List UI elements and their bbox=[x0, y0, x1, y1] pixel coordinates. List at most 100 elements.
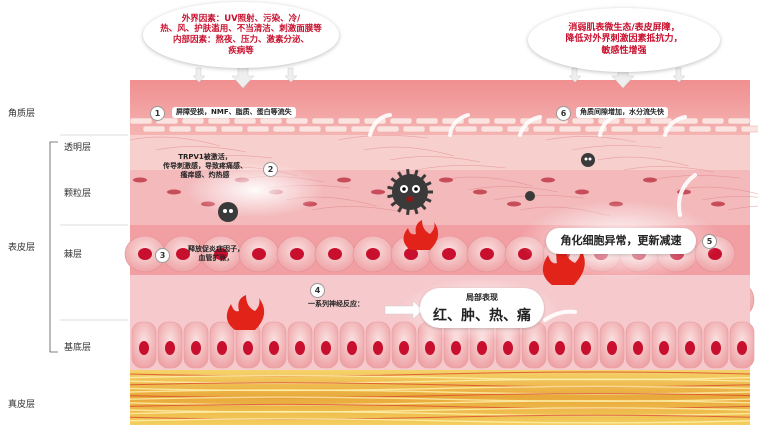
corneum-brick bbox=[415, 117, 439, 125]
corneum-brick bbox=[532, 125, 556, 133]
label-epidermis: 表皮层 bbox=[8, 243, 36, 253]
microbe-spike bbox=[406, 168, 410, 177]
basal-cells bbox=[131, 321, 755, 369]
step-1-number: 1 bbox=[150, 106, 165, 121]
corneum-brick bbox=[480, 125, 504, 133]
cell-nucleus bbox=[176, 248, 190, 260]
cell-nucleus bbox=[138, 248, 152, 260]
corneum-brick bbox=[337, 117, 361, 125]
granule-nucleus bbox=[133, 177, 147, 183]
corneum-brick bbox=[623, 117, 647, 125]
granule-nucleus bbox=[575, 189, 589, 195]
cell-nucleus bbox=[252, 248, 266, 260]
factors-line-2: 热、风、护肤滥用、不当清洁、刺激面膜等 bbox=[160, 24, 322, 35]
granular-fiber bbox=[363, 146, 455, 157]
cell-nucleus bbox=[581, 341, 591, 355]
cell-nucleus bbox=[711, 341, 721, 355]
corneum-brick-row bbox=[129, 117, 758, 133]
epidermis-bracket bbox=[49, 141, 58, 353]
barrier-line-3: 敏感性增强 bbox=[601, 45, 647, 56]
microbe-spike bbox=[387, 185, 395, 191]
microbe-spike bbox=[413, 206, 419, 215]
glow-left bbox=[185, 162, 325, 218]
cell-nucleus bbox=[328, 248, 342, 260]
microbe-left bbox=[218, 202, 238, 222]
microbe-large bbox=[387, 168, 433, 216]
corneum-brick bbox=[142, 125, 166, 133]
step-2-line-2: 传导刺激感，导致疼痛感、 bbox=[163, 161, 247, 170]
granular-fiber bbox=[493, 195, 585, 201]
corneum-brick bbox=[233, 117, 257, 125]
step-3-line-1: 释放促炎症因子， bbox=[188, 245, 244, 253]
corneum-brick bbox=[610, 125, 634, 133]
cell-nucleus bbox=[347, 341, 357, 355]
granule-nucleus bbox=[337, 177, 351, 183]
cell-nucleus bbox=[404, 248, 418, 260]
corneum-brick bbox=[194, 125, 218, 133]
corneum-brick bbox=[168, 125, 192, 133]
label-stratum-spinosum: 棘层 bbox=[64, 250, 83, 260]
granule-nucleus bbox=[711, 201, 725, 207]
cell-nucleus bbox=[555, 341, 565, 355]
corneum-brick bbox=[207, 117, 231, 125]
step-4-number: 4 bbox=[310, 283, 325, 298]
granular-fiber bbox=[155, 146, 247, 153]
granular-fiber bbox=[415, 165, 507, 171]
cell-nucleus bbox=[659, 341, 669, 355]
barrier-line-1: 消弱肌表微生态/表皮屏障， bbox=[568, 23, 680, 34]
microbe-spike bbox=[406, 207, 410, 216]
corneum-brick bbox=[636, 125, 660, 133]
granular-fiber bbox=[545, 136, 637, 143]
corneum-brick bbox=[493, 117, 517, 125]
step-6-text: 角质间隙增加，水分流失快 bbox=[576, 107, 668, 118]
step-2-line-3: 瘙痒感、灼热感 bbox=[180, 170, 230, 179]
step4-arrow bbox=[384, 300, 424, 320]
corneum-brick bbox=[454, 125, 478, 133]
corneum-brick bbox=[129, 117, 153, 125]
cell-nucleus bbox=[214, 248, 228, 260]
granular-fiber bbox=[337, 135, 429, 141]
corneum-brick bbox=[298, 125, 322, 133]
microbe-spike bbox=[424, 197, 432, 203]
granule-nucleus bbox=[371, 189, 385, 195]
granular-fiber bbox=[389, 156, 481, 163]
cell-nucleus bbox=[269, 341, 279, 355]
corneum-brick bbox=[246, 125, 270, 133]
corneum-brick bbox=[714, 125, 738, 133]
local-symptoms-bubble: 局部表现 红、肿、热、痛 bbox=[420, 288, 544, 328]
label-stratum-basale: 基底层 bbox=[64, 343, 92, 353]
granular-fiber bbox=[467, 186, 559, 193]
label-stratum-lucidum: 透明层 bbox=[64, 143, 92, 153]
corneum-brick bbox=[740, 125, 758, 133]
granule-nucleus bbox=[541, 177, 555, 183]
step-3-number: 3 bbox=[155, 248, 170, 263]
cell-nucleus bbox=[477, 341, 487, 355]
factors-line-1: 外界因素：UV照射、污染、冷/ bbox=[181, 13, 301, 24]
cell-nucleus bbox=[442, 248, 456, 260]
granular-fiber bbox=[129, 136, 221, 147]
corneum-brick bbox=[389, 117, 413, 125]
cell-nucleus bbox=[295, 341, 305, 355]
step-5-number: 5 bbox=[702, 234, 717, 249]
microbe-spike bbox=[419, 173, 427, 182]
corneum-brick bbox=[558, 125, 582, 133]
dermis-fibers bbox=[129, 371, 751, 424]
cell-nucleus bbox=[685, 341, 695, 355]
step-2-text: TRPV1被激活， 传导刺激感，导致疼痛感、 瘙痒感、灼热感 bbox=[150, 153, 260, 179]
factors-line-4: 疾病等 bbox=[228, 45, 254, 56]
inflammation-flames bbox=[226, 220, 585, 330]
corneum-brick bbox=[688, 125, 712, 133]
corneum-brick bbox=[376, 125, 400, 133]
granule-nucleus bbox=[439, 177, 453, 183]
cell-nucleus bbox=[366, 248, 380, 260]
local-symptoms-text: 红、肿、热、痛 bbox=[433, 308, 531, 324]
corneum-brick bbox=[649, 117, 673, 125]
granular-fiber bbox=[571, 145, 663, 151]
corneum-brick bbox=[727, 117, 751, 125]
granular-fiber bbox=[727, 205, 758, 211]
corneum-brick bbox=[285, 117, 309, 125]
corneum-brick bbox=[324, 125, 348, 133]
corneum-brick bbox=[272, 125, 296, 133]
cell-nucleus bbox=[451, 341, 461, 355]
